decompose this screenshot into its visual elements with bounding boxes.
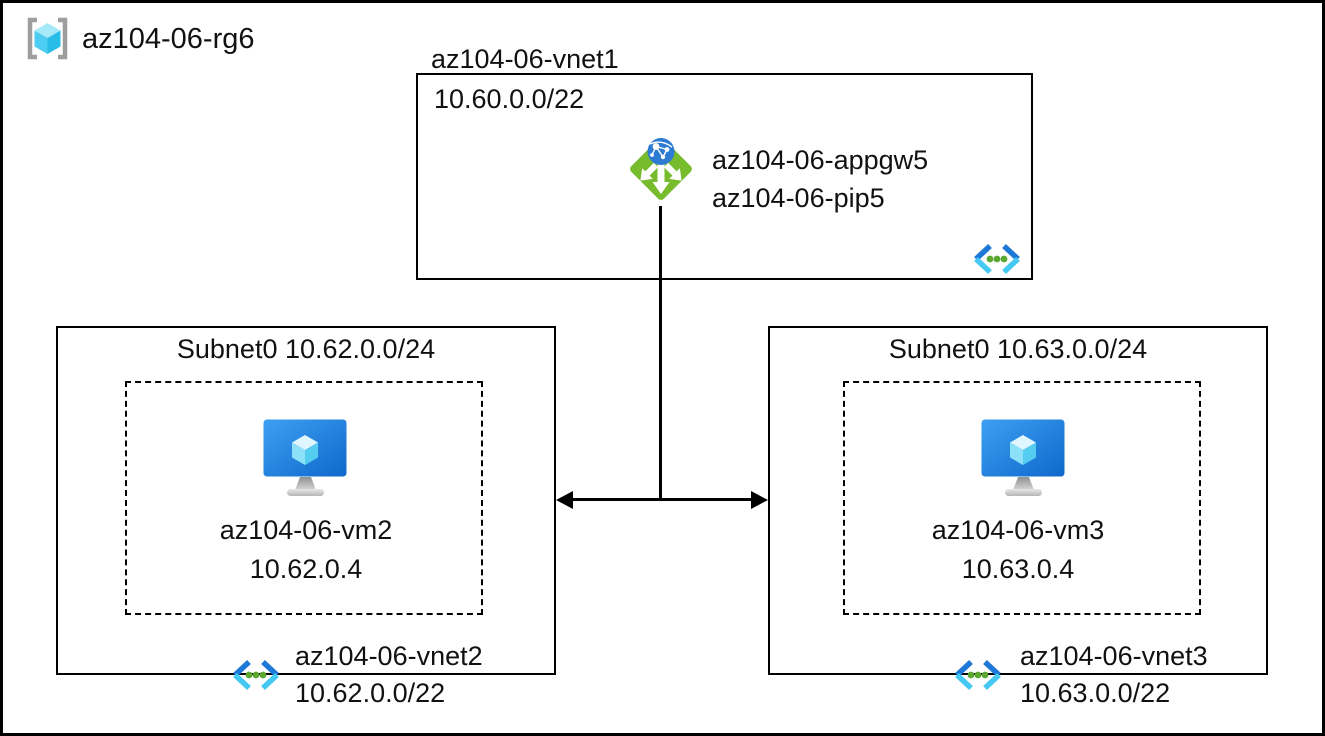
vnet3-box: Subnet0 10.63.0.0/24 az104-06-vm3 10.63.… [768,326,1268,708]
resource-group-icon [27,17,68,60]
vnet2-name: az104-06-vnet2 [295,641,483,671]
vnet3-subnet-dashed-box [843,381,1201,615]
pip-name: az104-06-pip5 [712,183,885,213]
appgw-labels: az104-06-appgw5 az104-06-pip5 [712,141,928,217]
vnet2-cidr: 10.62.0.0/22 [295,678,446,708]
vnet3-labels: az104-06-vnet3 10.63.0.0/22 [1020,638,1208,712]
virtual-machine-icon [263,419,347,496]
vnet3-subnet-title: Subnet0 10.63.0.0/24 [888,334,1148,364]
arrowhead-left-icon [556,491,573,509]
appgw-name: az104-06-appgw5 [712,145,929,175]
vnet2-subnet-title: Subnet0 10.62.0.0/24 [176,334,436,364]
resource-group-header: az104-06-rg6 [24,15,255,62]
vm3-ip: 10.63.0.4 [961,554,1075,584]
vnet2-subnet-dashed-box [125,381,483,615]
appgw-connector-line [659,206,662,500]
resource-group-label: az104-06-rg6 [82,22,255,55]
vnet1-title: az104-06-vnet1 [431,44,619,74]
vm2-labels: az104-06-vm2 10.62.0.4 [58,511,554,589]
vnet3-cidr: 10.63.0.0/22 [1020,678,1171,708]
vnet3-name: az104-06-vnet3 [1020,641,1208,671]
virtual-network-icon [971,242,1023,276]
virtual-network-icon [230,658,282,692]
vnet1-box: 10.60.0.0/22 az104-06-appgw5 [416,73,1033,280]
vnet2-box: Subnet0 10.62.0.0/24 az104-06-vm2 10.62.… [56,326,556,708]
virtual-network-icon [952,658,1004,692]
arrowhead-right-icon [751,491,768,509]
vm3-name: az104-06-vm3 [931,515,1105,545]
vm2-ip: 10.62.0.4 [249,554,363,584]
vm2-name: az104-06-vm2 [219,515,393,545]
vnet1-cidr: 10.60.0.0/22 [434,84,585,114]
peering-arrow-line [569,498,762,501]
application-gateway-icon [630,138,692,200]
virtual-machine-icon [981,419,1065,496]
vnet2-labels: az104-06-vnet2 10.62.0.0/22 [295,638,483,712]
vm3-labels: az104-06-vm3 10.63.0.4 [770,511,1266,589]
